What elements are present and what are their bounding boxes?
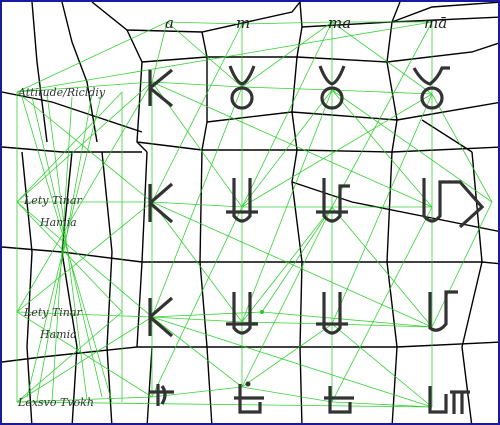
mesh-vertex [245,381,251,387]
row-label-4: Lety Tinar [23,306,82,319]
glyph-row-1 [148,65,450,110]
row-label-5: Hamia [39,328,77,341]
glyph-ma-row4 [324,386,354,414]
column-headers: a m ma mā [165,14,447,32]
glyph-m-row3 [226,292,258,335]
glyph-row-2 [148,178,485,229]
mesh-vertices [245,310,264,387]
glyph-m-row4 [234,384,264,414]
column-header-ma-macron: mā [424,14,447,32]
glyph-a-row3 [148,296,174,338]
glyph-ma-macron-row4 [428,386,470,414]
glyph-ma-row3 [316,292,348,335]
glyph-ma-row1 [318,65,346,110]
column-header-a: a [165,14,174,32]
triangulation-mesh [16,21,493,408]
column-header-m: m [236,14,250,32]
glyph-m-row1 [228,65,256,110]
glyph-ma-macron-row3 [428,290,458,332]
glyph-row-3 [148,290,458,338]
glyph-a-row2 [148,182,174,224]
mesh-vertex [260,310,264,314]
glyph-row-4 [150,384,470,414]
glyph-ma-macron-row1 [412,66,450,110]
row-label-6: Lexsvo Tvokh [17,396,94,409]
glyph-a-row1 [148,68,174,108]
glyph-a-row4 [150,384,174,406]
row-label-3: Hamia [39,216,77,229]
row-label-2: Lety Tinar [23,194,82,207]
glyph-m-row2 [226,178,258,223]
row-label-1: Attitude/Ricldiy [17,86,106,99]
glyph-ma-row2 [316,178,350,223]
row-labels: Attitude/Ricldiy Lety Tinar Hamia Lety T… [17,86,106,409]
column-header-ma: ma [328,14,351,32]
glyph-ma-macron-row2 [422,178,485,229]
